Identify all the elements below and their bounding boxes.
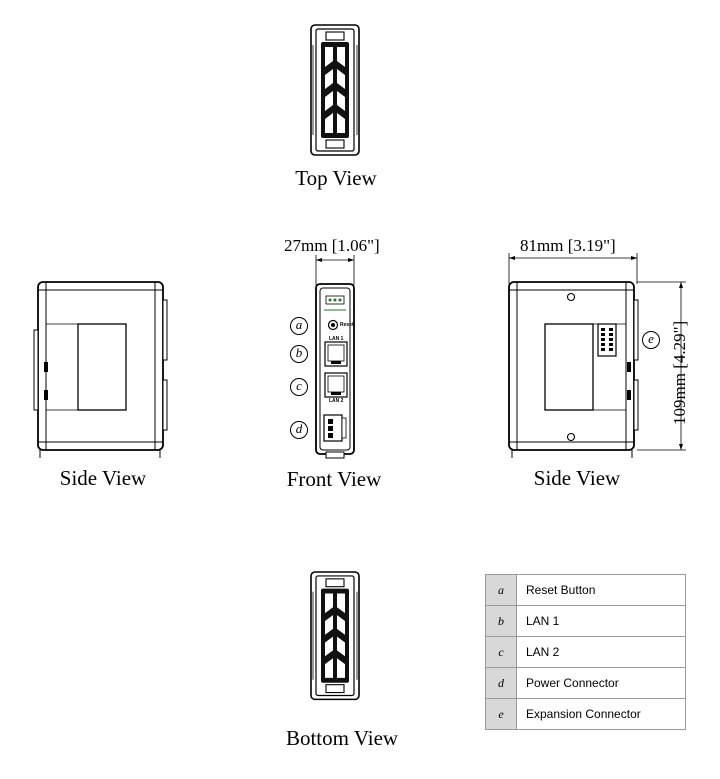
callout-d: d [290,421,308,439]
legend-row: a Reset Button [485,574,686,606]
legend-label: LAN 2 [516,636,686,668]
legend-row: b LAN 1 [485,605,686,637]
side-height-dimension: 109mm [4.29"] [670,320,689,425]
top-view-drawing [310,24,360,156]
left-side-view-caption: Side View [59,466,147,490]
legend-label: LAN 1 [516,605,686,637]
legend-label: Power Connector [516,667,686,699]
top-view-caption: Top View [295,166,377,190]
legend-label: Reset Button [516,574,686,606]
legend-key: b [485,605,517,637]
lan2-label: LAN 2 [329,398,344,404]
bottom-view-drawing [310,571,360,701]
callout-c: c [290,378,308,396]
callout-a: a [290,317,308,335]
legend-label: Expansion Connector [516,698,686,730]
front-view-drawing [315,255,355,459]
legend-key: c [485,636,517,668]
lan1-label: LAN 1 [329,336,344,342]
left-side-view-drawing [33,281,168,458]
legend-key: a [485,574,517,606]
legend-row: e Expansion Connector [485,698,686,730]
callout-b: b [290,345,308,363]
bottom-view-caption: Bottom View [285,726,399,750]
side-depth-dimension: 81mm [3.19"] [520,236,616,255]
legend-table: a Reset Button b LAN 1 c LAN 2 d Power C… [485,574,686,730]
legend-key: e [485,698,517,730]
front-view-caption: Front View [286,467,382,491]
legend-row: d Power Connector [485,667,686,699]
callout-e: e [642,331,660,349]
reset-label: Reset [340,322,354,328]
legend-key: d [485,667,517,699]
right-side-view-caption: Side View [533,466,621,490]
right-side-view-drawing [508,253,686,458]
legend-row: c LAN 2 [485,636,686,668]
front-width-dimension: 27mm [1.06"] [284,236,380,255]
